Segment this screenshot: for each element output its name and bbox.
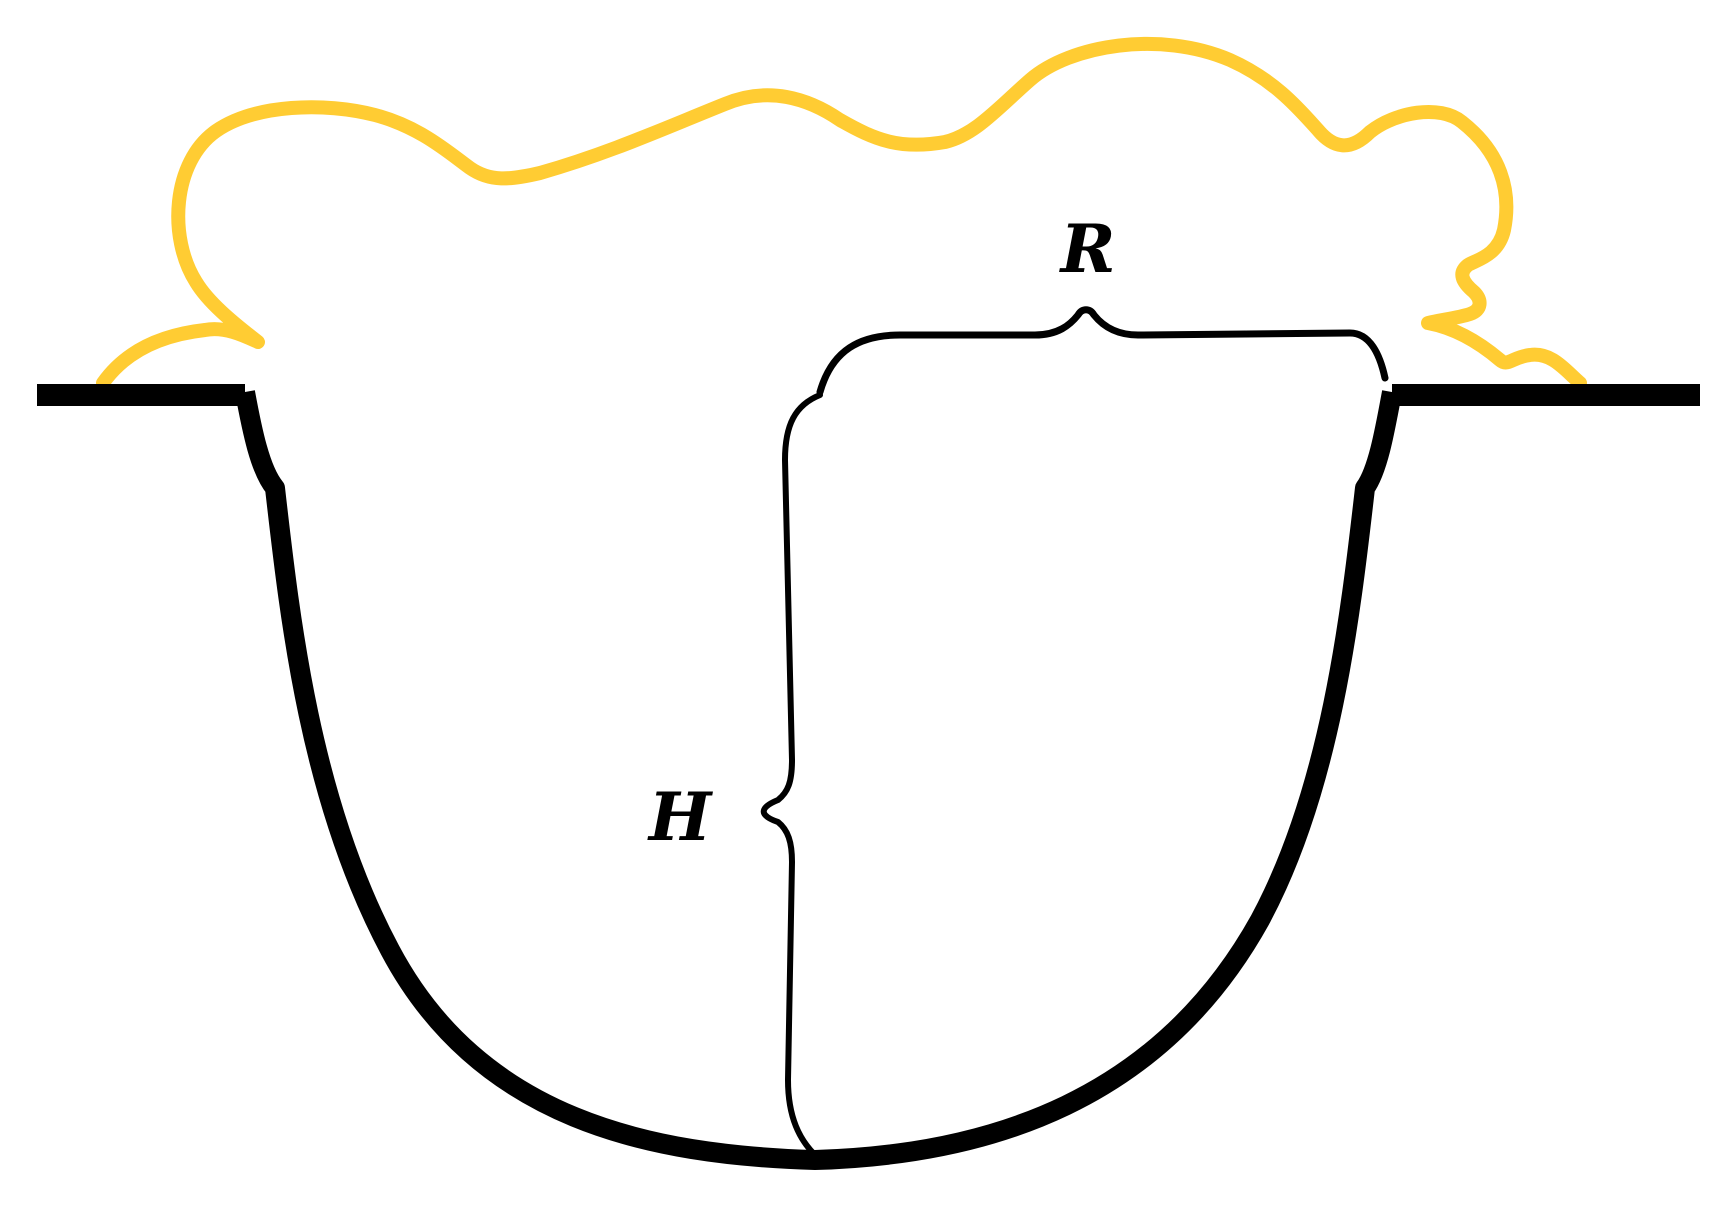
radius-label: R [1059, 210, 1116, 288]
crater-bowl [235, 390, 1402, 1170]
ejecta-outline [96, 37, 1587, 390]
radius-brace [816, 306, 1389, 396]
height-brace [760, 392, 823, 1158]
height-label: H [647, 778, 714, 856]
